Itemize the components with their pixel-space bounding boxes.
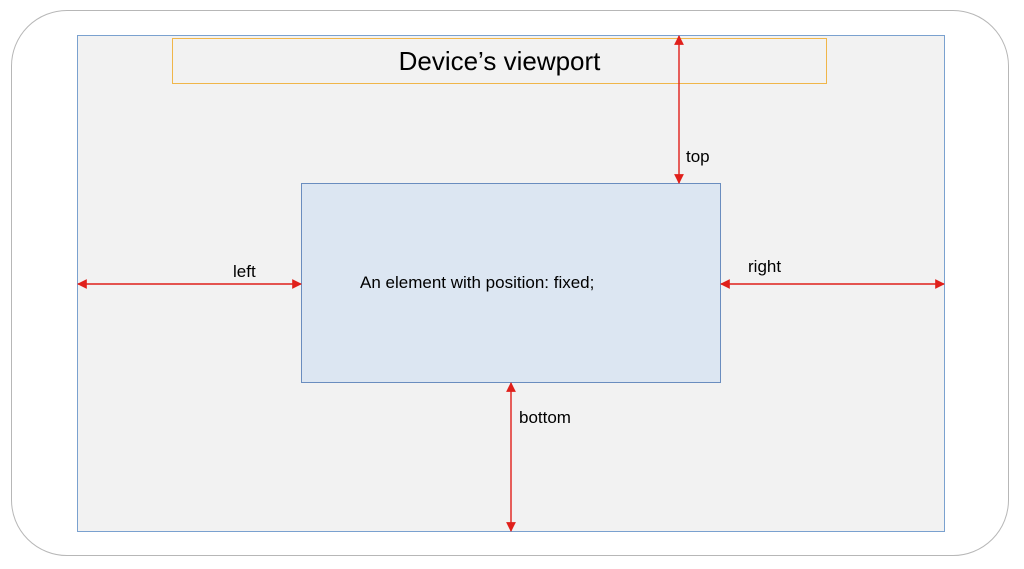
top-offset-label: top	[686, 147, 710, 166]
fixed-element-label: An element with position: fixed;	[360, 273, 595, 292]
viewport-title: Device’s viewport	[172, 38, 827, 84]
right-offset-label: right	[748, 257, 782, 276]
bottom-offset-label: bottom	[519, 408, 571, 427]
left-offset-label: left	[233, 262, 256, 281]
fixed-element-box	[301, 183, 721, 383]
